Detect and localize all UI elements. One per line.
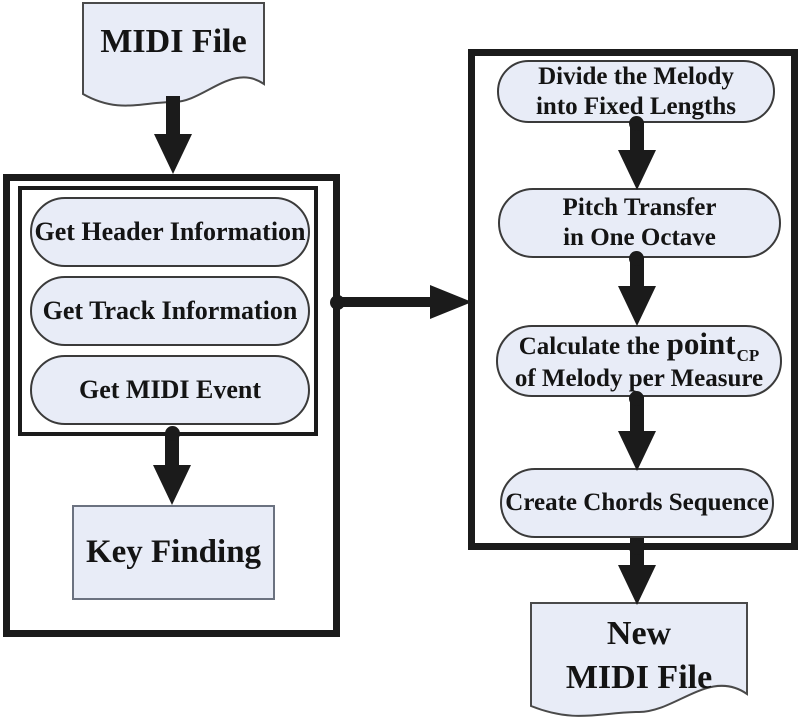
step-get-header-information: Get Header Information xyxy=(30,197,310,267)
key-finding-box: Key Finding xyxy=(72,505,275,600)
key-finding-label: Key Finding xyxy=(85,534,262,570)
step-label-line2: into Fixed Lengths xyxy=(535,92,737,120)
new-midi-file-label-line1: New xyxy=(606,615,672,652)
arrow-head xyxy=(153,465,191,505)
step-label: Create Chords Sequence xyxy=(505,489,769,516)
connector-dot xyxy=(330,295,345,310)
connector-dot xyxy=(629,540,644,555)
arrow-head xyxy=(430,285,472,319)
arrow-shaft xyxy=(630,397,644,437)
step-label-line1: Pitch Transfer xyxy=(562,194,717,221)
arrow-shaft xyxy=(165,433,179,471)
step-label-line2: in One Octave xyxy=(563,224,716,251)
down-arrow-input-to-parse xyxy=(154,96,192,174)
calc-point-word: point xyxy=(666,325,736,361)
document-new-midi-file: New MIDI File xyxy=(530,602,748,727)
down-arrow-divide-to-pitch xyxy=(618,122,656,190)
arrow-shaft xyxy=(334,297,436,307)
step-create-chords-sequence: Create Chords Sequence xyxy=(500,468,774,538)
arrow-head xyxy=(154,134,192,174)
down-arrow-pitch-to-calculate xyxy=(618,257,656,326)
step-label: Get Track Information xyxy=(42,296,298,325)
arrow-head xyxy=(618,431,656,471)
connector-dot xyxy=(629,116,644,131)
step-get-track-information: Get Track Information xyxy=(30,276,310,346)
step-divide-melody: Divide the Melody into Fixed Lengths xyxy=(497,60,775,123)
step-label-line2: of Melody per Measure xyxy=(514,364,764,392)
right-arrow-parse-to-melody xyxy=(334,285,472,319)
arrow-head xyxy=(618,286,656,326)
new-midi-file-label-line2: MIDI File xyxy=(565,659,713,696)
step-label: Get MIDI Event xyxy=(79,375,261,404)
step-get-midi-event: Get MIDI Event xyxy=(30,355,310,425)
document-midi-file: MIDI File xyxy=(82,2,265,117)
step-pitch-transfer: Pitch Transfer in One Octave xyxy=(498,188,781,258)
arrow-head xyxy=(618,150,656,190)
arrow-head xyxy=(618,565,656,605)
connector-dot xyxy=(629,391,644,406)
step-label-line1: Divide the Melody xyxy=(538,62,734,90)
down-arrow-calculate-to-create xyxy=(618,397,656,471)
step-label: Get Header Information xyxy=(34,217,306,246)
connector-dot xyxy=(629,251,644,266)
arrow-shaft xyxy=(166,96,180,140)
arrow-shaft xyxy=(630,257,644,292)
midi-file-label: MIDI File xyxy=(100,23,247,60)
calc-prefix: Calculate the xyxy=(518,332,660,360)
down-arrow-parse-to-keyfinding xyxy=(153,433,191,505)
connector-dot xyxy=(165,426,180,441)
document-shape xyxy=(530,602,748,717)
calc-point-subscript: CP xyxy=(736,345,760,365)
